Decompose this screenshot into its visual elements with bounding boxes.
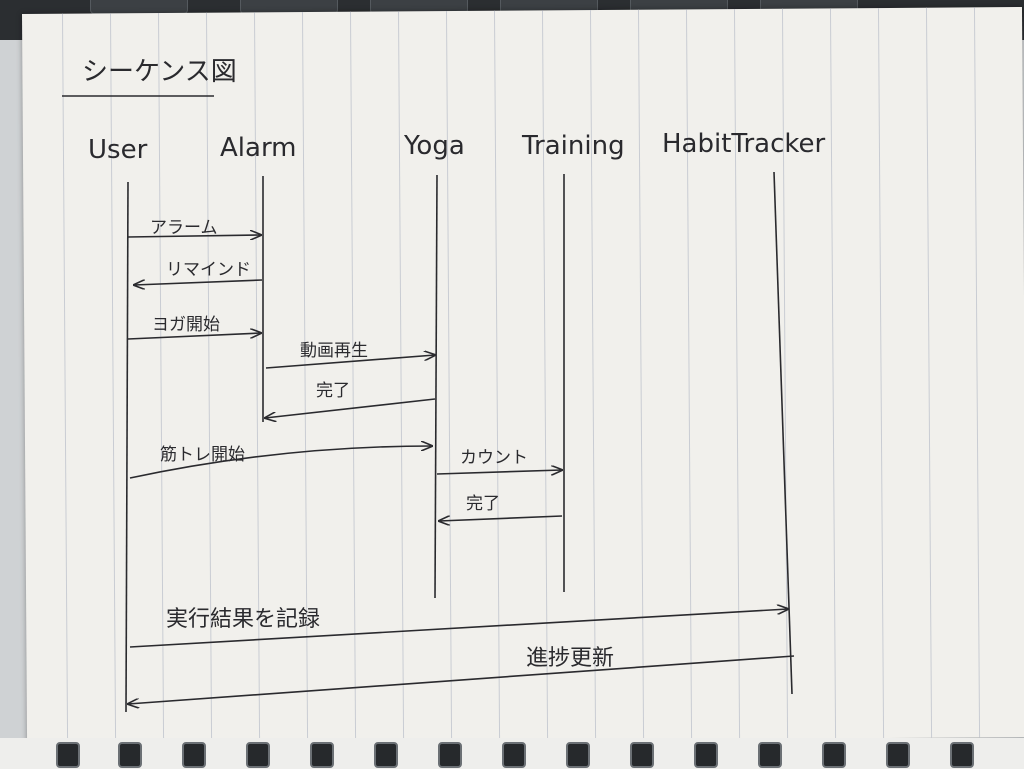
message-label-yoga-start: ヨガ開始	[152, 315, 220, 335]
message-label-count: カウント	[460, 448, 528, 468]
message-label-complete-1: 完了	[316, 381, 350, 401]
spiral-ring	[950, 742, 974, 768]
message-arrow	[265, 355, 435, 369]
participant-user: User	[88, 135, 148, 165]
message-label-video-play: 動画再生	[300, 341, 368, 361]
spiral-ring	[566, 742, 590, 768]
participant-habittracker: HabitTracker	[662, 129, 826, 159]
spiral-ring	[310, 742, 334, 768]
lifeline-yoga	[434, 174, 438, 599]
spiral-ring	[246, 742, 270, 768]
spiral-ring	[438, 742, 462, 768]
spiral-ring	[56, 742, 80, 768]
message-arrow	[129, 446, 432, 479]
spiral-ring	[758, 742, 782, 768]
spiral-ring	[182, 742, 206, 768]
message-arrow	[127, 235, 261, 237]
message-label-remind: リマインド	[166, 260, 251, 280]
spiral-ring	[694, 742, 718, 768]
diagram-title: シーケンス図	[82, 57, 237, 87]
message-arrow	[439, 515, 563, 521]
participant-alarm: Alarm	[220, 133, 297, 163]
message-arrow	[436, 470, 562, 474]
participant-training: Training	[521, 131, 625, 161]
message-label-training-start: 筋トレ開始	[160, 445, 245, 465]
spiral-ring	[502, 742, 526, 768]
message-label-alarm: アラーム	[150, 218, 218, 238]
spiral-ring	[822, 742, 846, 768]
spiral-ring	[886, 742, 910, 768]
spiral-ring	[374, 742, 398, 768]
message-label-complete-2: 完了	[466, 494, 500, 514]
message-arrow	[128, 655, 795, 704]
lifeline-habittracker	[773, 171, 793, 695]
notebook-spiral	[0, 738, 1024, 769]
message-arrow	[134, 279, 263, 285]
message-arrow	[127, 333, 261, 340]
message-arrow	[129, 609, 788, 648]
lifeline-user	[125, 181, 129, 713]
message-label-record-result: 実行結果を記録	[166, 607, 320, 632]
message-arrow	[265, 398, 436, 418]
message-label-progress-update: 進捗更新	[526, 646, 614, 671]
participant-yoga: Yoga	[403, 131, 465, 161]
spiral-ring	[630, 742, 654, 768]
spiral-ring	[118, 742, 142, 768]
